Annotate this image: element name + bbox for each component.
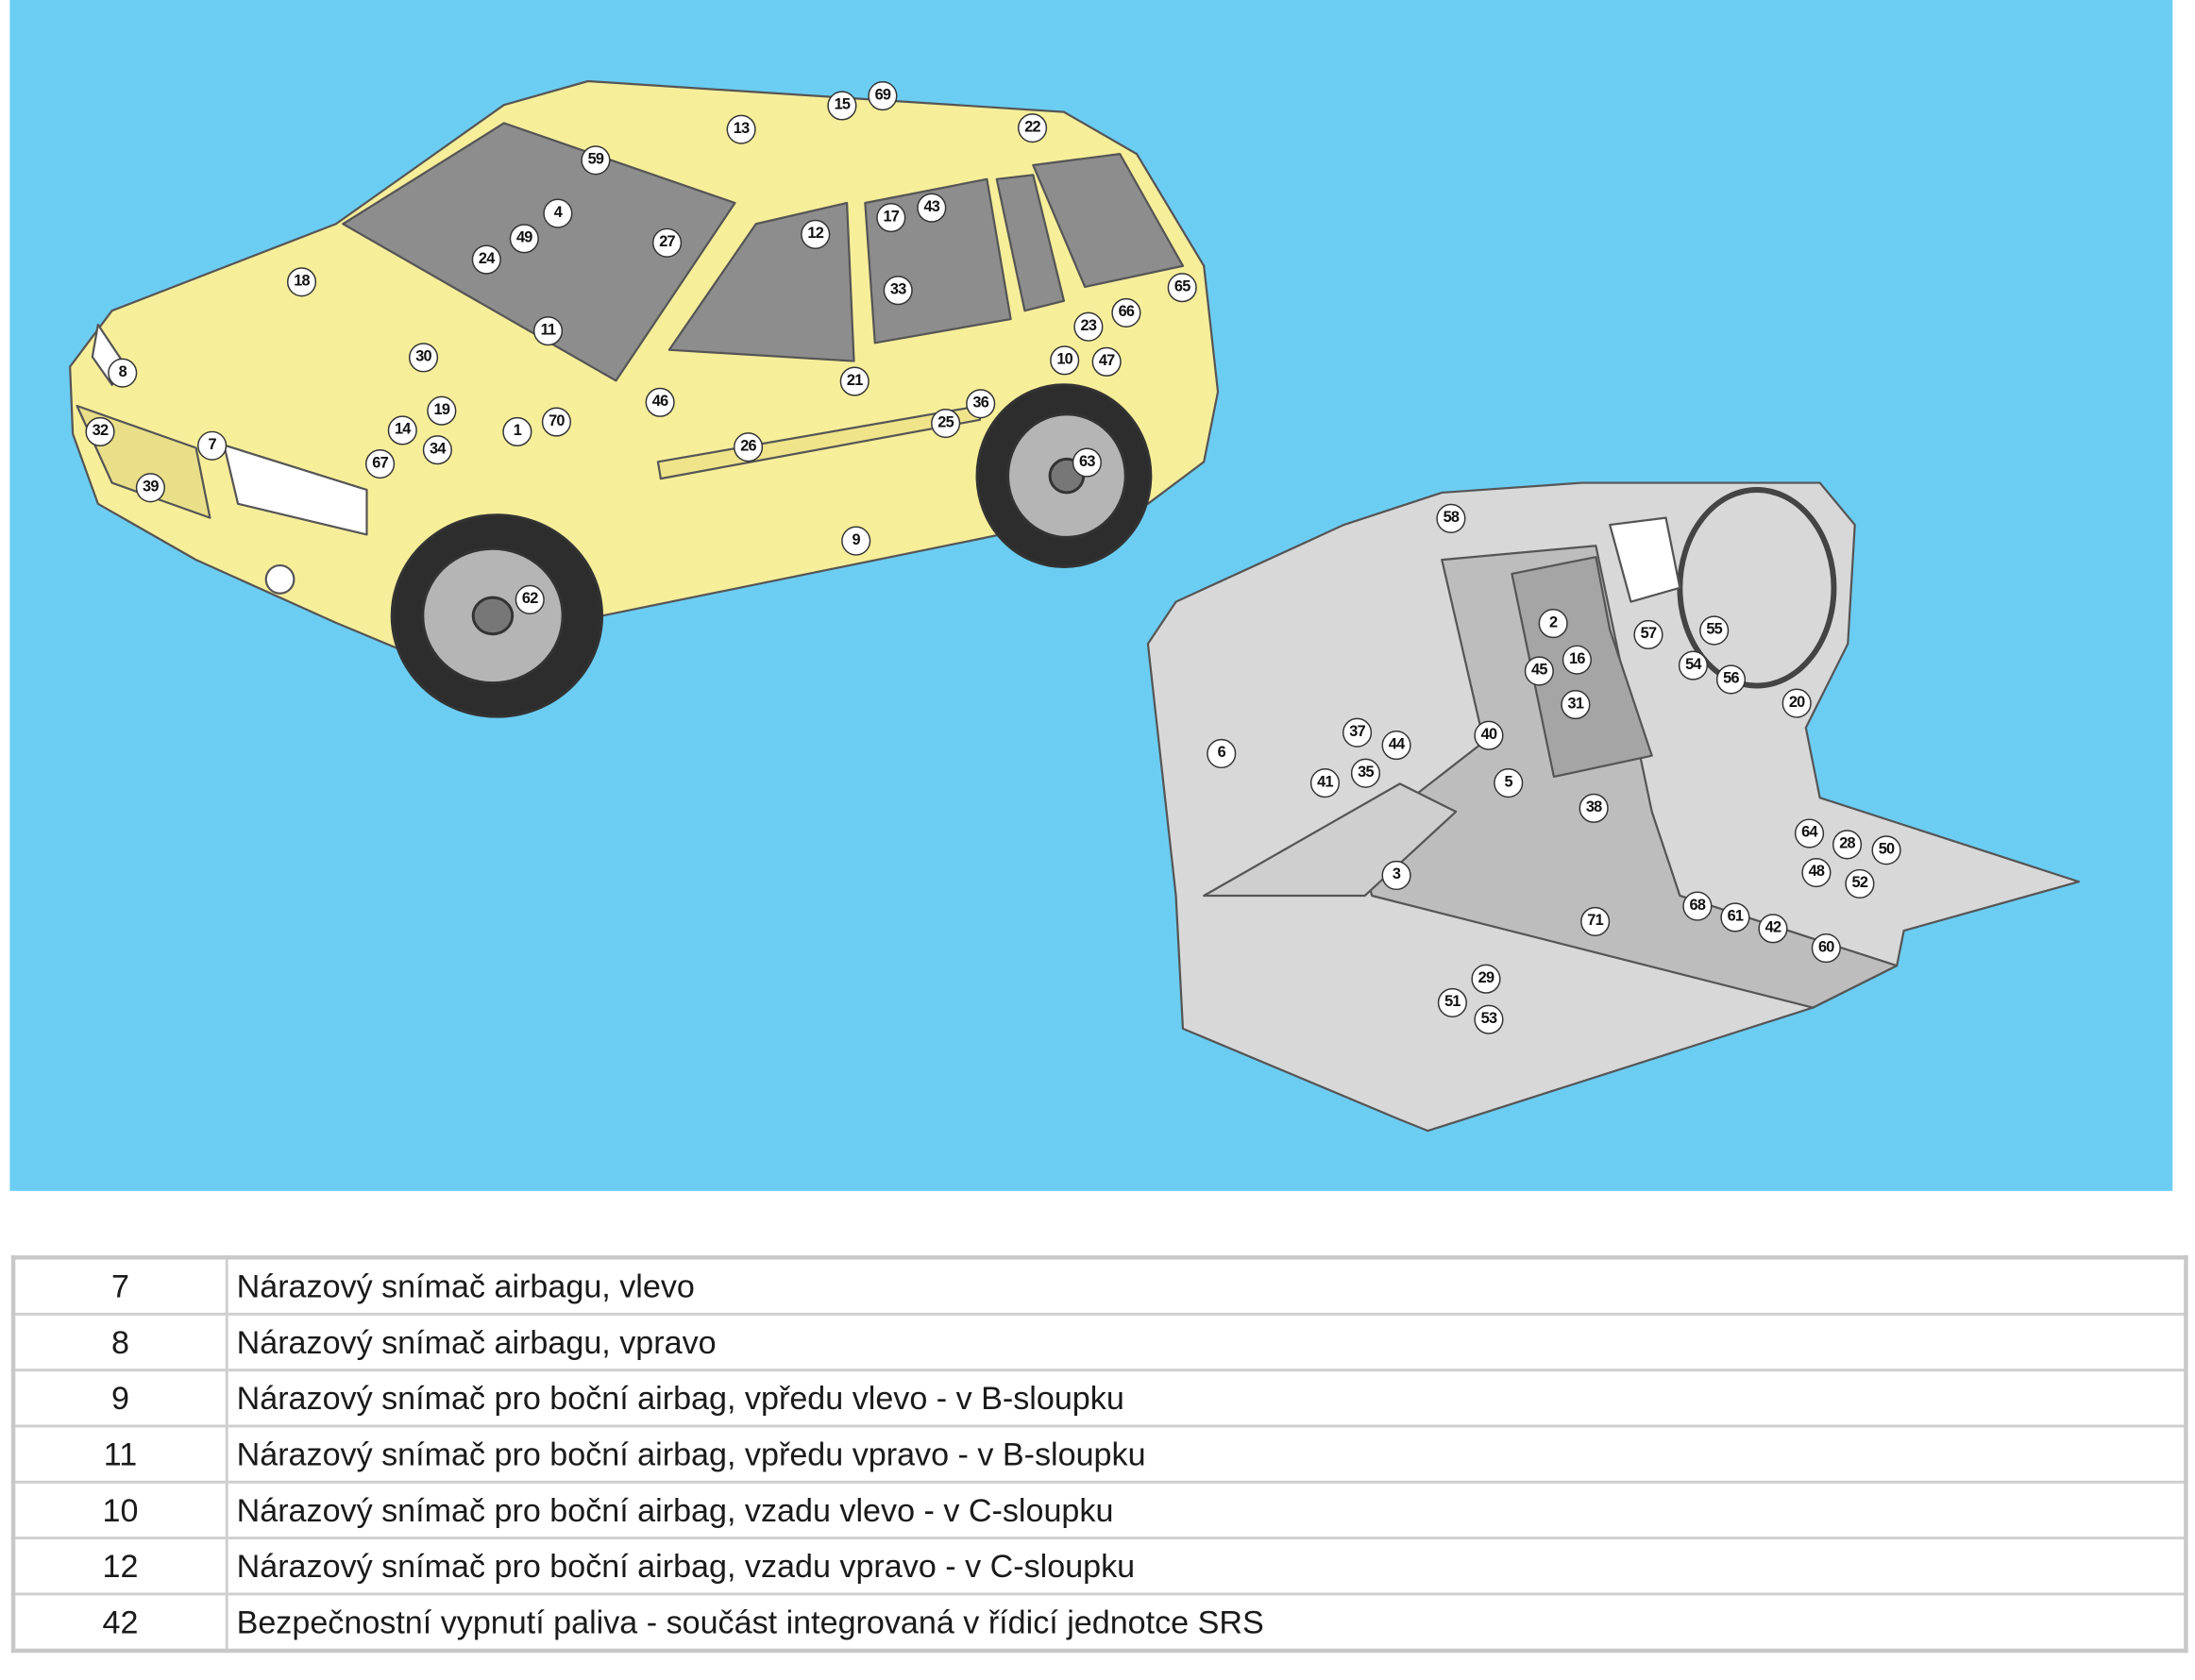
callout-badge-25: 25 bbox=[931, 408, 961, 439]
callout-badge-43: 43 bbox=[917, 193, 947, 223]
callout-badge-55: 55 bbox=[1699, 615, 1730, 646]
callout-badge-50: 50 bbox=[1871, 835, 1901, 865]
callout-badge-54: 54 bbox=[1678, 650, 1709, 680]
callout-badge-32: 32 bbox=[85, 416, 115, 447]
callout-badge-18: 18 bbox=[286, 267, 317, 297]
car-drawing bbox=[69, 79, 1220, 660]
wheel bbox=[390, 383, 1153, 718]
component-description: Nárazový snímač pro boční airbag, vpředu… bbox=[225, 1424, 2187, 1484]
callout-badge-47: 47 bbox=[1091, 346, 1122, 377]
callout-badge-17: 17 bbox=[876, 203, 906, 233]
component-number: 10 bbox=[11, 1480, 228, 1540]
callout-badge-28: 28 bbox=[1832, 830, 1863, 860]
callout-badge-44: 44 bbox=[1381, 731, 1411, 761]
callout-badge-20: 20 bbox=[1781, 688, 1812, 718]
component-number: 11 bbox=[11, 1424, 228, 1484]
callout-badge-56: 56 bbox=[1715, 664, 1747, 695]
callout-badge-14: 14 bbox=[387, 415, 417, 445]
callout-badge-34: 34 bbox=[422, 435, 452, 465]
callout-badge-8: 8 bbox=[108, 358, 138, 388]
callout-badge-58: 58 bbox=[1436, 503, 1466, 533]
component-description: Bezpečnostní vypnutí paliva - součást in… bbox=[225, 1592, 2187, 1653]
callout-badge-60: 60 bbox=[1811, 933, 1841, 964]
callout-badge-21: 21 bbox=[839, 366, 870, 396]
component-number: 9 bbox=[11, 1369, 228, 1428]
callout-badge-45: 45 bbox=[1524, 656, 1554, 686]
callout-badge-63: 63 bbox=[1072, 447, 1102, 478]
callout-badge-29: 29 bbox=[1471, 964, 1501, 994]
callout-badge-24: 24 bbox=[471, 244, 501, 275]
callout-badge-1: 1 bbox=[502, 416, 532, 447]
component-description: Nárazový snímač airbagu, vlevo bbox=[225, 1255, 2187, 1316]
callout-badge-13: 13 bbox=[726, 114, 756, 144]
component-number: 7 bbox=[11, 1255, 228, 1316]
callout-badge-57: 57 bbox=[1633, 619, 1663, 650]
callout-badge-59: 59 bbox=[581, 145, 611, 176]
component-number: 12 bbox=[11, 1537, 228, 1596]
callout-badge-71: 71 bbox=[1580, 906, 1611, 936]
callout-badge-53: 53 bbox=[1474, 1004, 1504, 1034]
callout-badge-4: 4 bbox=[543, 198, 573, 228]
callout-badge-42: 42 bbox=[1758, 914, 1788, 944]
callout-badge-11: 11 bbox=[532, 316, 564, 346]
callout-badge-35: 35 bbox=[1350, 758, 1381, 788]
callout-badge-31: 31 bbox=[1561, 690, 1591, 720]
component-description: Nárazový snímač pro boční airbag, vzadu … bbox=[225, 1480, 2187, 1540]
callout-badge-37: 37 bbox=[1342, 717, 1373, 748]
callout-badge-15: 15 bbox=[827, 91, 857, 121]
component-description: Nárazový snímač airbagu, vpravo bbox=[225, 1312, 2187, 1372]
callout-badge-3: 3 bbox=[1381, 860, 1411, 891]
dashboard-drawing bbox=[1146, 481, 2081, 1133]
callout-badge-12: 12 bbox=[801, 219, 831, 249]
callout-badge-61: 61 bbox=[1720, 902, 1750, 932]
vehicle-illustration bbox=[69, 79, 2081, 1133]
callout-badge-7: 7 bbox=[197, 430, 228, 461]
callout-badge-10: 10 bbox=[1050, 345, 1080, 376]
callout-badge-68: 68 bbox=[1682, 891, 1713, 921]
callout-badge-48: 48 bbox=[1801, 857, 1832, 888]
callout-badge-33: 33 bbox=[883, 276, 913, 306]
callout-badge-22: 22 bbox=[1017, 113, 1048, 143]
callout-badge-30: 30 bbox=[408, 343, 439, 373]
component-number: 8 bbox=[11, 1312, 228, 1372]
callout-badge-27: 27 bbox=[651, 227, 683, 258]
callout-badge-23: 23 bbox=[1073, 311, 1104, 342]
callout-badge-40: 40 bbox=[1474, 720, 1504, 750]
callout-badge-66: 66 bbox=[1111, 297, 1141, 328]
component-description: Nárazový snímač pro boční airbag, vzadu … bbox=[225, 1537, 2187, 1596]
callout-badge-16: 16 bbox=[1562, 645, 1592, 675]
callout-badge-46: 46 bbox=[645, 387, 675, 417]
callout-badge-69: 69 bbox=[868, 81, 898, 111]
callout-badge-65: 65 bbox=[1167, 273, 1197, 303]
callout-badge-6: 6 bbox=[1207, 738, 1237, 769]
callout-badge-52: 52 bbox=[1845, 868, 1875, 899]
component-number: 42 bbox=[11, 1592, 228, 1653]
callout-badge-49: 49 bbox=[509, 224, 539, 254]
callout-badge-26: 26 bbox=[733, 432, 764, 462]
callout-badge-2: 2 bbox=[1538, 609, 1568, 639]
callout-badge-39: 39 bbox=[135, 473, 165, 503]
callout-badge-9: 9 bbox=[841, 526, 871, 556]
callout-badge-62: 62 bbox=[515, 584, 545, 614]
callout-badge-41: 41 bbox=[1309, 768, 1341, 798]
callout-badge-70: 70 bbox=[541, 407, 571, 437]
callout-badge-67: 67 bbox=[365, 448, 396, 479]
component-description: Nárazový snímač pro boční airbag, vpředu… bbox=[225, 1369, 2187, 1428]
callout-badge-5: 5 bbox=[1494, 768, 1524, 798]
callout-badge-19: 19 bbox=[427, 395, 457, 426]
callout-badge-38: 38 bbox=[1579, 793, 1609, 823]
callout-badge-36: 36 bbox=[966, 389, 996, 419]
callout-badge-64: 64 bbox=[1794, 818, 1825, 848]
callout-badge-51: 51 bbox=[1437, 987, 1467, 1017]
